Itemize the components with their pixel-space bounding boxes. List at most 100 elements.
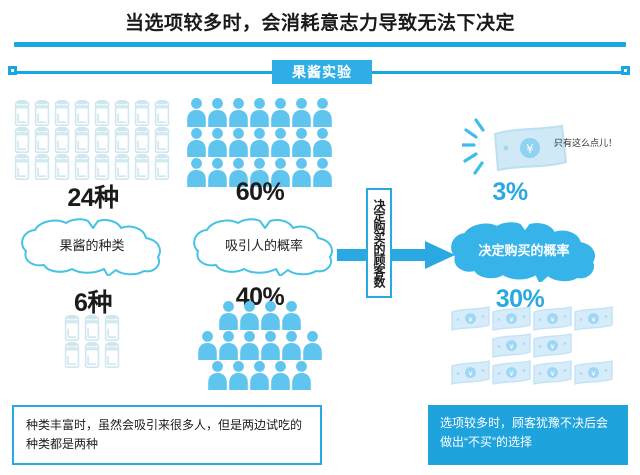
jam-jar-grid-24 xyxy=(8,100,176,181)
person-icon xyxy=(281,301,301,330)
jam-jar-icon xyxy=(134,154,150,180)
icon-row: ¥¥¥¥ xyxy=(432,305,632,332)
title-underline-bar xyxy=(14,42,626,47)
jam-jar-icon xyxy=(84,342,100,368)
icon-row xyxy=(184,300,335,330)
svg-text:¥: ¥ xyxy=(591,370,596,378)
icon-row xyxy=(8,100,176,127)
jam-jar-icon xyxy=(114,154,130,180)
jam-jar-grid-6 xyxy=(56,315,128,369)
jam-jar-icon xyxy=(134,127,150,153)
cloud-purchase-rate: 决定购买的概率 xyxy=(448,222,600,283)
svg-text:¥: ¥ xyxy=(509,370,514,378)
money-bill-icon: ¥ xyxy=(451,360,490,385)
person-icon xyxy=(239,301,259,330)
jam-jar-icon xyxy=(94,100,110,126)
svg-text:¥: ¥ xyxy=(509,316,514,324)
jam-jar-icon xyxy=(14,100,30,126)
person-icon xyxy=(218,301,238,330)
person-grid-40 xyxy=(184,300,335,390)
person-icon xyxy=(208,361,227,390)
person-icon xyxy=(292,98,311,127)
person-icon xyxy=(302,331,322,360)
person-icon xyxy=(292,361,311,390)
icon-row: ¥ ¥ ¥ ¥ xyxy=(432,359,632,386)
person-icon xyxy=(292,128,311,157)
person-icon xyxy=(292,158,311,187)
person-icon xyxy=(250,158,269,187)
money-bill-icon: ¥ xyxy=(574,306,613,331)
person-icon xyxy=(187,98,206,127)
icon-row: ¥¥ xyxy=(432,332,632,359)
left-top-value: 24种 xyxy=(67,184,119,212)
left-bottom-value: 6种 xyxy=(74,289,112,317)
right-top-value: 3% xyxy=(492,178,528,206)
purchase-count-label: 决定购买的顾客数 xyxy=(372,199,386,287)
cloud-attraction-rate-label: 吸引人的概率 xyxy=(224,237,303,253)
jam-jar-icon xyxy=(114,100,130,126)
person-icon xyxy=(281,331,301,360)
money-bill-icon: ¥ xyxy=(533,333,572,358)
person-icon xyxy=(229,98,248,127)
jam-jar-icon xyxy=(34,154,50,180)
person-icon xyxy=(260,301,280,330)
person-icon xyxy=(229,128,248,157)
cloud-jam-variety: 果酱的种类 xyxy=(18,218,166,277)
jam-jar-icon xyxy=(84,315,100,341)
person-icon xyxy=(187,128,206,157)
rail-cap-left-icon xyxy=(8,66,17,75)
cloud-jam-variety-label: 果酱的种类 xyxy=(59,237,125,253)
svg-text:¥: ¥ xyxy=(468,370,473,378)
icon-row xyxy=(184,360,335,390)
person-icon xyxy=(250,128,269,157)
jam-jar-icon xyxy=(114,127,130,153)
section-banner: 果酱实验 xyxy=(272,60,372,84)
person-icon xyxy=(271,98,290,127)
jam-jar-icon xyxy=(104,315,120,341)
jam-jar-icon xyxy=(104,342,120,368)
bill-note: 只有这么点儿！ xyxy=(554,138,618,148)
money-bill-icon: ¥ xyxy=(460,118,568,175)
person-icon xyxy=(229,158,248,187)
mid-top-value: 60% xyxy=(235,178,285,206)
money-bill-icon: ¥ xyxy=(492,360,531,385)
icon-row xyxy=(56,342,128,369)
person-icon xyxy=(313,128,332,157)
person-grid-60 xyxy=(184,97,335,187)
jam-jar-icon xyxy=(74,127,90,153)
jam-jar-icon xyxy=(74,100,90,126)
icon-row xyxy=(56,315,128,342)
svg-text:¥: ¥ xyxy=(509,343,514,351)
jam-jar-icon xyxy=(94,127,110,153)
person-icon xyxy=(271,128,290,157)
jam-jar-icon xyxy=(14,154,30,180)
single-bill-burst: ¥ xyxy=(460,118,572,185)
person-icon xyxy=(208,128,227,157)
money-bill-icon: ¥ xyxy=(533,360,572,385)
jam-jar-icon xyxy=(34,127,50,153)
person-icon xyxy=(313,158,332,187)
svg-text:¥: ¥ xyxy=(468,316,473,324)
caption-left: 种类丰富时，虽然会吸引来很多人，但是两边试吃的种类都是两种 xyxy=(12,405,322,465)
jam-jar-icon xyxy=(14,127,30,153)
svg-text:¥: ¥ xyxy=(591,316,596,324)
right-arrow-icon xyxy=(337,241,455,269)
flow-arrow xyxy=(337,240,455,270)
jam-jar-icon xyxy=(54,100,70,126)
jam-jar-icon xyxy=(94,154,110,180)
cloud-filled-icon xyxy=(451,222,595,283)
jam-jar-icon xyxy=(154,100,170,126)
page-title: 当选项较多时，会消耗意志力导致无法下决定 xyxy=(124,13,515,34)
money-bill-icon: ¥ xyxy=(574,360,613,385)
jam-jar-icon xyxy=(154,127,170,153)
person-icon xyxy=(260,331,280,360)
icon-row xyxy=(184,157,335,187)
sparkle-icon xyxy=(460,118,485,175)
jam-jar-icon xyxy=(34,100,50,126)
jam-jar-icon xyxy=(54,127,70,153)
person-icon xyxy=(208,98,227,127)
jam-jar-icon xyxy=(64,315,80,341)
icon-row xyxy=(8,127,176,154)
icon-row xyxy=(184,127,335,157)
person-icon xyxy=(197,331,217,360)
